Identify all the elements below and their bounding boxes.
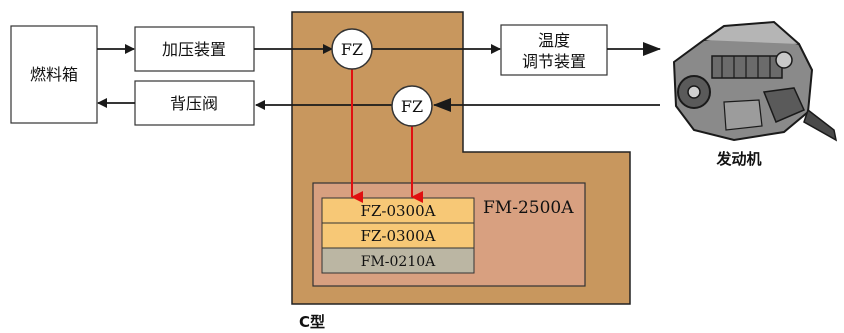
c-type-label: C型 xyxy=(299,313,325,331)
fz-sensor-bottom-label: FZ xyxy=(401,97,423,116)
module-3-label: FM-0210A xyxy=(361,254,436,270)
back-pressure-valve-label: 背压阀 xyxy=(170,94,218,113)
fz-sensor-top xyxy=(331,28,373,70)
module-2-label: FZ-0300A xyxy=(361,227,436,245)
fuel-tank-box xyxy=(10,25,98,124)
fuel-tank-label: 燃料箱 xyxy=(30,65,78,84)
module-fm-0210a xyxy=(321,247,475,274)
pressurizer-box xyxy=(134,26,255,72)
fz-sensor-bottom xyxy=(391,85,433,127)
module-1-label: FZ-0300A xyxy=(361,202,436,220)
temperature-control-label-1: 温度 xyxy=(538,31,570,50)
fm-main-label: FM-2500A xyxy=(483,198,574,218)
module-fz-0300a-1 xyxy=(321,197,475,224)
back-pressure-valve-box xyxy=(134,80,255,126)
temperature-control-box xyxy=(500,24,608,76)
engine-label: 发动机 xyxy=(715,150,761,168)
pressurizer-label: 加压装置 xyxy=(162,40,226,59)
fz-sensor-top-label: FZ xyxy=(341,40,363,59)
temperature-control-label-2: 调节装置 xyxy=(522,52,586,71)
engine-icon xyxy=(672,20,838,142)
module-fz-0300a-2 xyxy=(321,222,475,249)
